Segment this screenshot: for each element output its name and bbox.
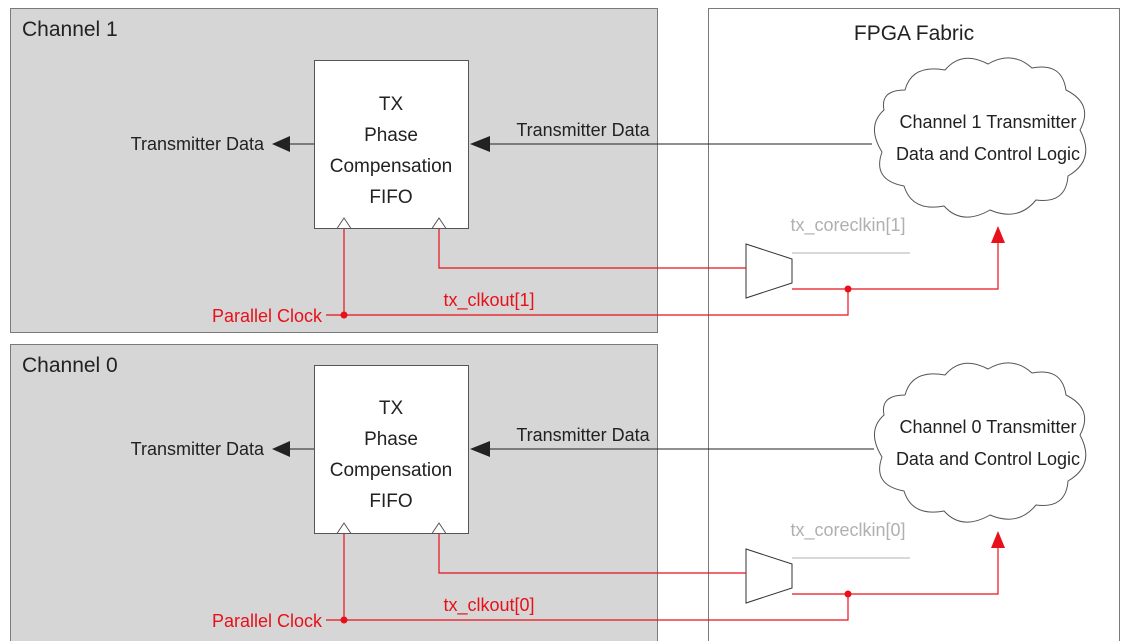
channel-0-fifo-line-3: Compensation xyxy=(330,460,453,481)
channel-1-clkout-wire xyxy=(344,289,849,316)
channel-0-clkout-label: tx_clkout[0] xyxy=(443,595,534,616)
channel-0-tx-fifo-block xyxy=(314,365,469,534)
channel-1-logic-line-1: Channel 1 Transmitter xyxy=(899,112,1076,132)
channel-0-tx-data-out-arrow xyxy=(272,441,290,457)
channel-1-mux-to-logic-wire xyxy=(792,240,999,290)
channel-1-parallel-clock-dot xyxy=(340,311,348,319)
channel-0-fifo-line-2: Phase xyxy=(364,429,418,450)
channel-1-tx-data-in-arrow xyxy=(470,136,490,152)
channel-1-tx-data-out-arrow xyxy=(272,136,290,152)
channel-0-fifo-write-clock-triangle xyxy=(431,522,447,534)
channel-0-coreclkin-label: tx_coreclkin[0] xyxy=(790,520,905,541)
channel-1-fifo-write-clock-wire xyxy=(438,229,746,269)
channel-1-tx-data-out-label: Transmitter Data xyxy=(131,134,265,154)
channel-1-logic-cloud xyxy=(874,57,1087,218)
channel-0-fifo-line-4: FIFO xyxy=(369,491,412,512)
channel-1-clock-junction-dot xyxy=(844,285,852,293)
channel-0-tx-data-in-arrow xyxy=(470,441,490,457)
channel-1-tx-fifo-block xyxy=(314,60,469,229)
channel-0-logic-cloud xyxy=(874,362,1087,523)
channel-0-clock-junction-dot xyxy=(844,590,852,598)
channel-1: Channel 1 TX Phase Compensation FIFO Tra… xyxy=(10,8,1087,333)
channel-0-parallel-clock-dot xyxy=(340,616,348,624)
channel-1-tx-data-in-label: Transmitter Data xyxy=(516,120,650,140)
channel-0-fifo-line-1: TX xyxy=(379,398,404,419)
channel-1-fifo-read-clock-triangle xyxy=(336,217,352,229)
channel-0-title: Channel 0 xyxy=(22,354,118,377)
channel-0-logic-line-1: Channel 0 Transmitter xyxy=(899,417,1076,437)
channel-1-fifo-write-clock-triangle xyxy=(431,217,447,229)
channel-1-fifo-line-2: Phase xyxy=(364,125,418,146)
channel-1-fifo-line-4: FIFO xyxy=(369,187,412,208)
channel-1-clock-mux xyxy=(745,243,793,299)
channel-0-logic-clock-arrow xyxy=(991,531,1005,548)
channel-1-title: Channel 1 xyxy=(22,18,118,41)
channel-0-parallel-clock-label: Parallel Clock xyxy=(212,611,323,631)
channel-0-fifo-write-clock-wire xyxy=(438,534,746,574)
channel-1-coreclkin-label: tx_coreclkin[1] xyxy=(790,215,905,236)
channel-1-fifo-line-1: TX xyxy=(379,94,404,115)
channel-0-mux-to-logic-wire xyxy=(792,545,999,595)
channel-1-logic-line-2: Data and Control Logic xyxy=(896,144,1080,164)
channel-1-clkout-label: tx_clkout[1] xyxy=(443,290,534,311)
channel-1-logic-clock-arrow xyxy=(991,226,1005,243)
channel-1-parallel-clock-label: Parallel Clock xyxy=(212,306,323,326)
channel-0-logic-line-2: Data and Control Logic xyxy=(896,449,1080,469)
channel-0-tx-data-out-label: Transmitter Data xyxy=(131,439,265,459)
channel-0-clock-mux xyxy=(745,548,793,604)
channel-0-fifo-read-clock-triangle xyxy=(336,522,352,534)
channel-0-clkout-wire xyxy=(344,594,849,621)
channel-1-fifo-line-3: Compensation xyxy=(330,156,453,177)
fpga-fabric-title: FPGA Fabric xyxy=(854,22,974,45)
channel-0-tx-data-in-label: Transmitter Data xyxy=(516,425,650,445)
channel-0: Channel 0 TX Phase Compensation FIFO Tra… xyxy=(10,344,1087,641)
